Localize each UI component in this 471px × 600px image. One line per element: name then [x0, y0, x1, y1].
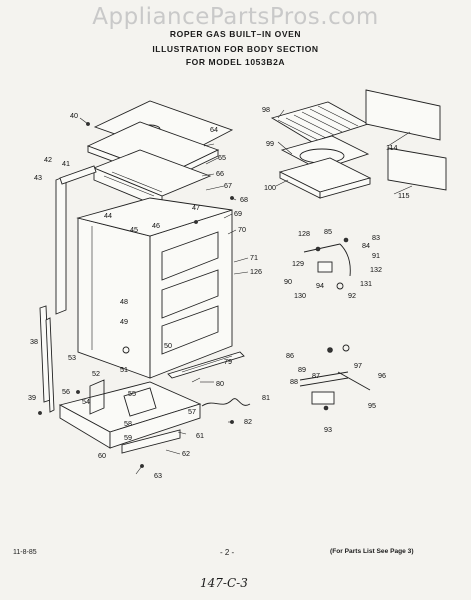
callout-label: 70 — [238, 225, 246, 234]
oven-rack-part — [270, 101, 370, 143]
callout-label: 87 — [312, 371, 320, 380]
callout-label: 88 — [290, 377, 298, 386]
callout-label: 67 — [224, 181, 232, 190]
callout-label: 81 — [262, 393, 270, 402]
callout-label: 130 — [294, 291, 306, 300]
callout-label: 85 — [324, 227, 332, 236]
callout-label: 90 — [284, 277, 292, 286]
callout-label: 53 — [68, 353, 76, 362]
burner-tube-part — [167, 351, 245, 379]
callout-label: 79 — [224, 357, 232, 366]
callout-label: 71 — [250, 253, 258, 262]
callout-label: 80 — [216, 379, 224, 388]
revision-date: 11-8-85 — [13, 549, 37, 556]
callout-label: 96 — [378, 371, 386, 380]
callout-label: 64 — [210, 125, 218, 134]
callout-label: 98 — [262, 105, 270, 114]
upper-valve-assembly-part — [303, 237, 351, 290]
side-panel-part — [365, 89, 447, 191]
callout-label: 129 — [292, 259, 304, 268]
callout-label: 42 — [44, 155, 52, 164]
callout-label: 58 — [124, 419, 132, 428]
callout-label: 48 — [120, 297, 128, 306]
callout-label: 126 — [250, 267, 262, 276]
lower-valve-assembly-part — [299, 344, 371, 411]
broiler-pan-part — [278, 135, 372, 199]
callout-label: 63 — [154, 471, 162, 480]
watermark-text: AppliancePartsPros.com — [92, 4, 379, 30]
callout-label: 94 — [316, 281, 324, 290]
callout-label: 69 — [234, 209, 242, 218]
model-number: FOR MODEL 1053B2A — [185, 57, 286, 67]
callout-label: 43 — [34, 173, 42, 182]
callout-label: 91 — [372, 251, 380, 260]
callout-label: 99 — [266, 139, 274, 148]
callout-label: 56 — [62, 387, 70, 396]
callout-label: 128 — [298, 229, 310, 238]
callout-label: 89 — [298, 365, 306, 374]
diagram-subtitle: ILLUSTRATION FOR BODY SECTION — [152, 44, 319, 54]
callout-label: 55 — [128, 389, 136, 398]
callout-label: 114 — [386, 143, 397, 152]
callout-label: 115 — [398, 191, 409, 200]
page-number: - 2 - — [220, 548, 235, 557]
callout-label: 41 — [62, 159, 70, 168]
callout-label: 54 — [82, 397, 90, 406]
handwritten-ref: 147-C-3 — [200, 576, 248, 590]
callout-label: 132 — [370, 265, 382, 274]
callout-label: 49 — [120, 317, 128, 326]
burner-box-part — [92, 149, 212, 209]
callout-label: 97 — [354, 361, 362, 370]
callout-label: 100 — [264, 183, 276, 192]
callout-label: 59 — [124, 433, 132, 442]
base-pan-part — [58, 379, 202, 454]
callout-label: 38 — [30, 337, 38, 346]
callout-label: 60 — [98, 451, 106, 460]
callout-label: 40 — [70, 111, 78, 120]
parts-list-note: (For Parts List See Page 3) — [330, 548, 414, 555]
side-trim-part — [38, 165, 97, 415]
callout-label: 93 — [324, 425, 332, 434]
callout-label: 86 — [286, 351, 294, 360]
callout-label: 46 — [152, 221, 160, 230]
callout-label: 68 — [240, 195, 248, 204]
leader-lines — [79, 109, 413, 475]
callout-label: 51 — [120, 365, 128, 374]
callout-label: 84 — [362, 241, 370, 250]
oven-body-part — [76, 197, 233, 379]
callout-labels: 40 64 65 66 67 68 69 70 42 41 43 44 45 4… — [28, 105, 409, 480]
callout-label: 83 — [372, 233, 380, 242]
callout-label: 66 — [216, 169, 224, 178]
callout-label: 82 — [244, 417, 252, 426]
callout-label: 131 — [360, 279, 372, 288]
callout-label: 47 — [192, 203, 200, 212]
diagram-title: ROPER GAS BUILT–IN OVEN — [169, 29, 302, 39]
callout-label: 39 — [28, 393, 36, 402]
callout-label: 44 — [104, 211, 112, 220]
callout-label: 52 — [92, 369, 100, 378]
callout-label: 45 — [130, 225, 138, 234]
callout-label: 50 — [164, 341, 172, 350]
callout-label: 57 — [188, 407, 196, 416]
callout-label: 61 — [196, 431, 204, 440]
callout-label: 92 — [348, 291, 356, 300]
callout-label: 62 — [182, 449, 190, 458]
valve-wire-part — [201, 398, 251, 407]
callout-label: 65 — [218, 153, 226, 162]
callout-label: 95 — [368, 401, 376, 410]
